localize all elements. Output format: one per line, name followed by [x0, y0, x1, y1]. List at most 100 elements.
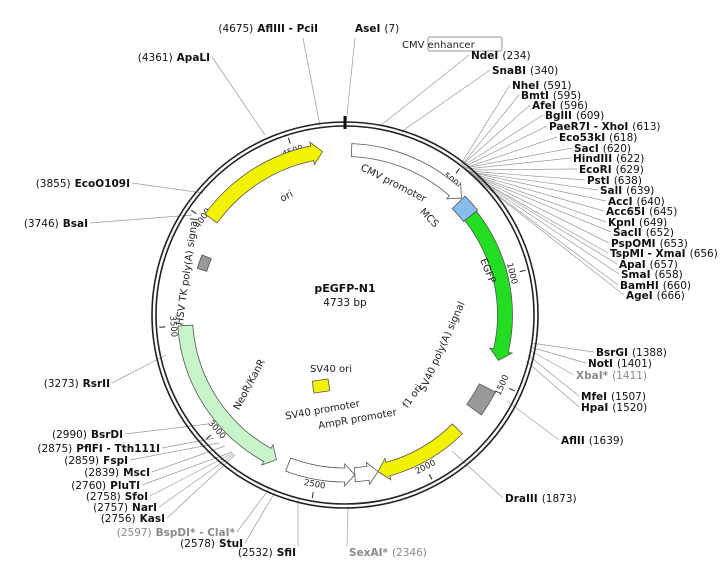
site-position: (1520) [612, 402, 647, 414]
site-label[interactable]: AflII(1639) [561, 435, 624, 447]
site-label[interactable]: NotI(1401) [588, 358, 652, 370]
site-position: (591) [543, 80, 571, 92]
site-position: (657) [650, 259, 678, 271]
site-name: BsrGI [596, 347, 628, 359]
tick-mark [509, 388, 516, 392]
mcs-label: MCS [417, 207, 440, 230]
site-position: (2532) [238, 547, 273, 559]
site-label[interactable]: TspMI - XmaI(656) [610, 248, 718, 260]
sv40-ori-box [311, 378, 331, 394]
site-label[interactable]: (2532)SfiI [238, 547, 296, 559]
site-label[interactable]: BmtI (595) [521, 90, 581, 102]
egfp-arrow [464, 210, 514, 361]
site-label[interactable]: PaeR7I - XhoI(613) [549, 121, 661, 133]
neo-label: NeoR/KanR [232, 358, 268, 413]
site-leader-line [161, 437, 216, 449]
site-label[interactable]: (3855)EcoO109I [36, 178, 130, 190]
site-label[interactable]: DraIII(1873) [505, 493, 577, 505]
site-name: ApaLI [177, 52, 210, 64]
site-label[interactable]: (2597)BspDI* - ClaI* [117, 527, 236, 539]
site-label[interactable]: KpnI(649) [608, 217, 667, 229]
site-name: SacII [613, 227, 642, 239]
site-position: (234) [502, 50, 530, 62]
site-name: KasI [140, 513, 165, 525]
site-label[interactable]: (2875)PflFI - Tth111I [37, 443, 160, 455]
site-name: BsaI [63, 218, 88, 230]
site-leader-line [166, 454, 236, 519]
site-leader-line [464, 147, 573, 169]
site-position: (1401) [617, 358, 652, 370]
site-position: (2859) [64, 455, 99, 467]
site-label[interactable]: (3273)RsrII [44, 378, 110, 390]
site-name: MfeI [581, 391, 607, 403]
site-label[interactable]: Acc65I(645) [606, 206, 677, 218]
site-leader-line [461, 94, 520, 166]
site-position: (595) [553, 90, 581, 102]
site-label[interactable]: HindIII(622) [573, 153, 644, 165]
site-label[interactable]: NdeI(234) [471, 50, 531, 62]
site-leader-line [473, 176, 620, 275]
ampr-promoter-arrow [354, 461, 379, 486]
site-label[interactable]: SnaBI(340) [492, 65, 558, 77]
site-position: (640) [636, 196, 664, 208]
site-name: BglII [545, 110, 572, 122]
site-leader-line [141, 451, 233, 486]
site-label[interactable]: BsrGI(1388) [596, 347, 667, 359]
site-label[interactable]: AfeI(596) [532, 100, 588, 112]
site-leader-line [211, 56, 266, 136]
site-name: ApaI [619, 259, 646, 271]
site-label[interactable]: BglII(609) [545, 110, 604, 122]
site-label[interactable]: PstI(638) [587, 175, 642, 187]
neo-arrow [177, 324, 277, 466]
site-label[interactable]: SmaI(658) [621, 269, 683, 281]
site-label[interactable]: (2756)KasI [101, 513, 165, 525]
site-label[interactable]: PspOMI(653) [611, 238, 688, 250]
site-label[interactable]: SacI(620) [574, 143, 631, 155]
site-label[interactable]: (2990)BsrDI [52, 429, 123, 441]
site-label[interactable]: (2757)NarI [93, 502, 157, 514]
site-name: BmtI [521, 90, 549, 102]
site-name: BspDI* - ClaI* [156, 527, 236, 539]
site-leader-line [451, 450, 504, 499]
site-label[interactable]: AseI(7) [355, 23, 399, 35]
site-leader-line [525, 360, 580, 408]
site-label[interactable]: NheI(591) [512, 80, 572, 92]
site-leader-line [302, 37, 321, 127]
site-label[interactable]: AccI (640) [608, 196, 665, 208]
site-label[interactable]: SexAI*(2346) [349, 547, 427, 559]
site-name: PspOMI [611, 238, 656, 250]
site-label[interactable]: ApaI (657) [619, 259, 678, 271]
site-label[interactable]: (2758)SfoI [86, 491, 148, 503]
site-name: StuI [219, 538, 243, 550]
origin-tick [343, 116, 347, 129]
site-label[interactable]: XbaI*(1411) [576, 370, 647, 382]
site-label[interactable]: (2839)MscI [84, 467, 150, 479]
site-name: BsrDI [91, 429, 123, 441]
hsv-tk-polya-box [196, 254, 212, 272]
site-position: (618) [609, 132, 637, 144]
site-label[interactable]: EcoRI(629) [579, 164, 644, 176]
site-label[interactable]: Eco53kI(618) [559, 132, 637, 144]
site-position: (649) [639, 217, 667, 229]
site-leader-line [472, 175, 618, 265]
site-label[interactable]: (4361)ApaLI [138, 52, 210, 64]
site-label[interactable]: AgeI(666) [626, 290, 685, 302]
site-label[interactable]: (2578) StuI [180, 538, 243, 550]
site-name: RsrII [83, 378, 110, 390]
site-label[interactable]: SacII(652) [613, 227, 674, 239]
site-label[interactable]: SalI(639) [600, 185, 654, 197]
site-name: AflIII - PciI [257, 23, 318, 35]
site-label[interactable]: (2760)PluTI [71, 480, 140, 492]
site-name: AflII [561, 435, 585, 447]
site-label[interactable]: HpaI(1520) [581, 402, 647, 414]
site-position: (638) [614, 175, 642, 187]
site-leader-line [244, 491, 276, 544]
site-label[interactable]: MfeI(1507) [581, 391, 646, 403]
site-label[interactable]: (4675)AflIII - PciI [218, 23, 318, 35]
site-label[interactable]: (3746)BsaI [24, 218, 88, 230]
site-name: AccI [608, 196, 632, 208]
site-label[interactable]: BamHI(660) [620, 280, 691, 292]
site-label[interactable]: (2859)FspI [64, 455, 128, 467]
site-name: SfoI [125, 491, 148, 503]
site-position: (2578) [180, 538, 215, 550]
